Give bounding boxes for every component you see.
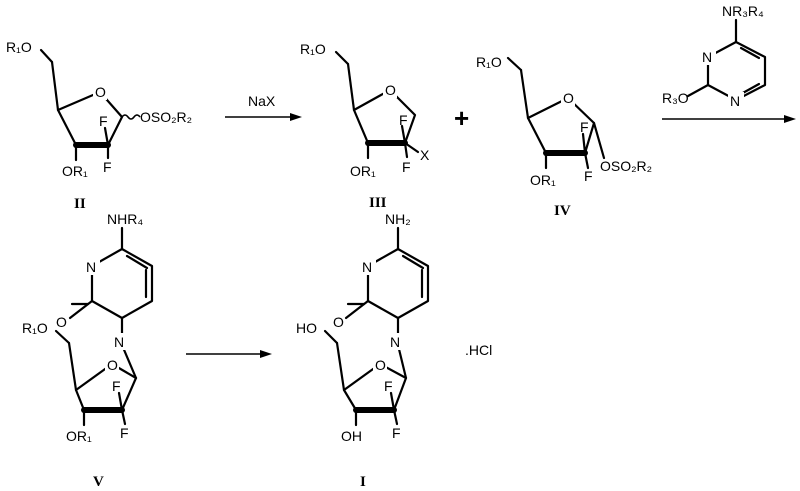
hydroxymethyl-I: HO <box>296 320 317 336</box>
sulfonate-group-II: OSO₂R₂ <box>140 109 192 125</box>
fluorine-up-II: F <box>99 113 108 129</box>
reagent-amine: NR₃R₄ <box>722 3 764 19</box>
ring-N3-I: N <box>362 259 372 275</box>
arrow-step-3 <box>186 350 272 358</box>
fluorine-down-II: F <box>103 159 112 175</box>
reagent-alkoxy: R₃O <box>662 90 689 106</box>
arrow-step-1: NaX <box>225 93 302 121</box>
ring-oxygen-V: O <box>107 357 118 373</box>
ring-oxygen-I: O <box>375 357 386 373</box>
ring-N1-I: N <box>390 334 400 350</box>
compound-II: O R₁O OR₁ F F OSO₂R₂ II <box>6 39 192 212</box>
ring-oxygen-III: O <box>385 82 396 98</box>
arrow-step-2 <box>662 115 796 123</box>
or1-IV: OR₁ <box>530 172 556 188</box>
r1o-III: R₁O <box>300 41 326 57</box>
or1-V: OR₁ <box>66 428 92 444</box>
fluorine-up-V: F <box>112 378 121 394</box>
ring-oxygen-IV: O <box>563 90 574 106</box>
plus-sign: + <box>454 103 469 133</box>
reagent-NaX: NaX <box>248 93 276 109</box>
fluorine-down-IV: F <box>584 168 593 184</box>
r1o-II: R₁O <box>6 39 32 55</box>
halide-X-III: X <box>420 147 430 163</box>
r1o-V: R₁O <box>22 320 48 336</box>
reagent-ring-N1: N <box>702 49 712 65</box>
hydroxyl-I: OH <box>341 428 362 444</box>
compound-label-IV: IV <box>554 203 571 219</box>
ring-N3-V: N <box>86 259 96 275</box>
ring-N1-V: N <box>114 334 124 350</box>
sulfonate-group-IV: OSO₂R₂ <box>600 158 652 174</box>
compound-label-V: V <box>93 474 104 490</box>
or1-III: OR₁ <box>350 163 376 179</box>
fluorine-down-III: F <box>402 159 411 175</box>
hcl-salt-I: .HCl <box>465 342 492 358</box>
fluorine-up-I: F <box>384 378 393 394</box>
carbonyl-oxygen-I: O <box>333 314 344 330</box>
compound-label-II: II <box>74 196 86 212</box>
reagent-ring-N2: N <box>730 93 740 109</box>
compound-label-III: III <box>369 195 387 211</box>
fluorine-up-III: F <box>399 112 408 128</box>
compound-V: NHR₄ N N O O R₁O OR₁ F F V <box>22 211 154 490</box>
fluorine-down-I: F <box>392 425 401 441</box>
fluorine-up-IV: F <box>580 119 589 135</box>
compound-III: O R₁O OR₁ F F X III <box>300 41 430 211</box>
pyrimidine-reagent: N N NR₃R₄ R₃O <box>662 3 767 109</box>
amine-V: NHR₄ <box>107 211 143 227</box>
ring-oxygen-II: O <box>95 84 106 100</box>
compound-I: NH₂ N N O O HO OH F F .HCl I <box>296 211 492 490</box>
carbonyl-oxygen-V: O <box>56 314 67 330</box>
compound-label-I: I <box>360 474 366 490</box>
or1-II: OR₁ <box>62 163 88 179</box>
compound-IV: O R₁O OR₁ F F OSO₂R₂ IV <box>476 54 652 219</box>
fluorine-down-V: F <box>120 425 129 441</box>
amine-I: NH₂ <box>385 211 411 227</box>
r1o-IV: R₁O <box>476 54 502 70</box>
